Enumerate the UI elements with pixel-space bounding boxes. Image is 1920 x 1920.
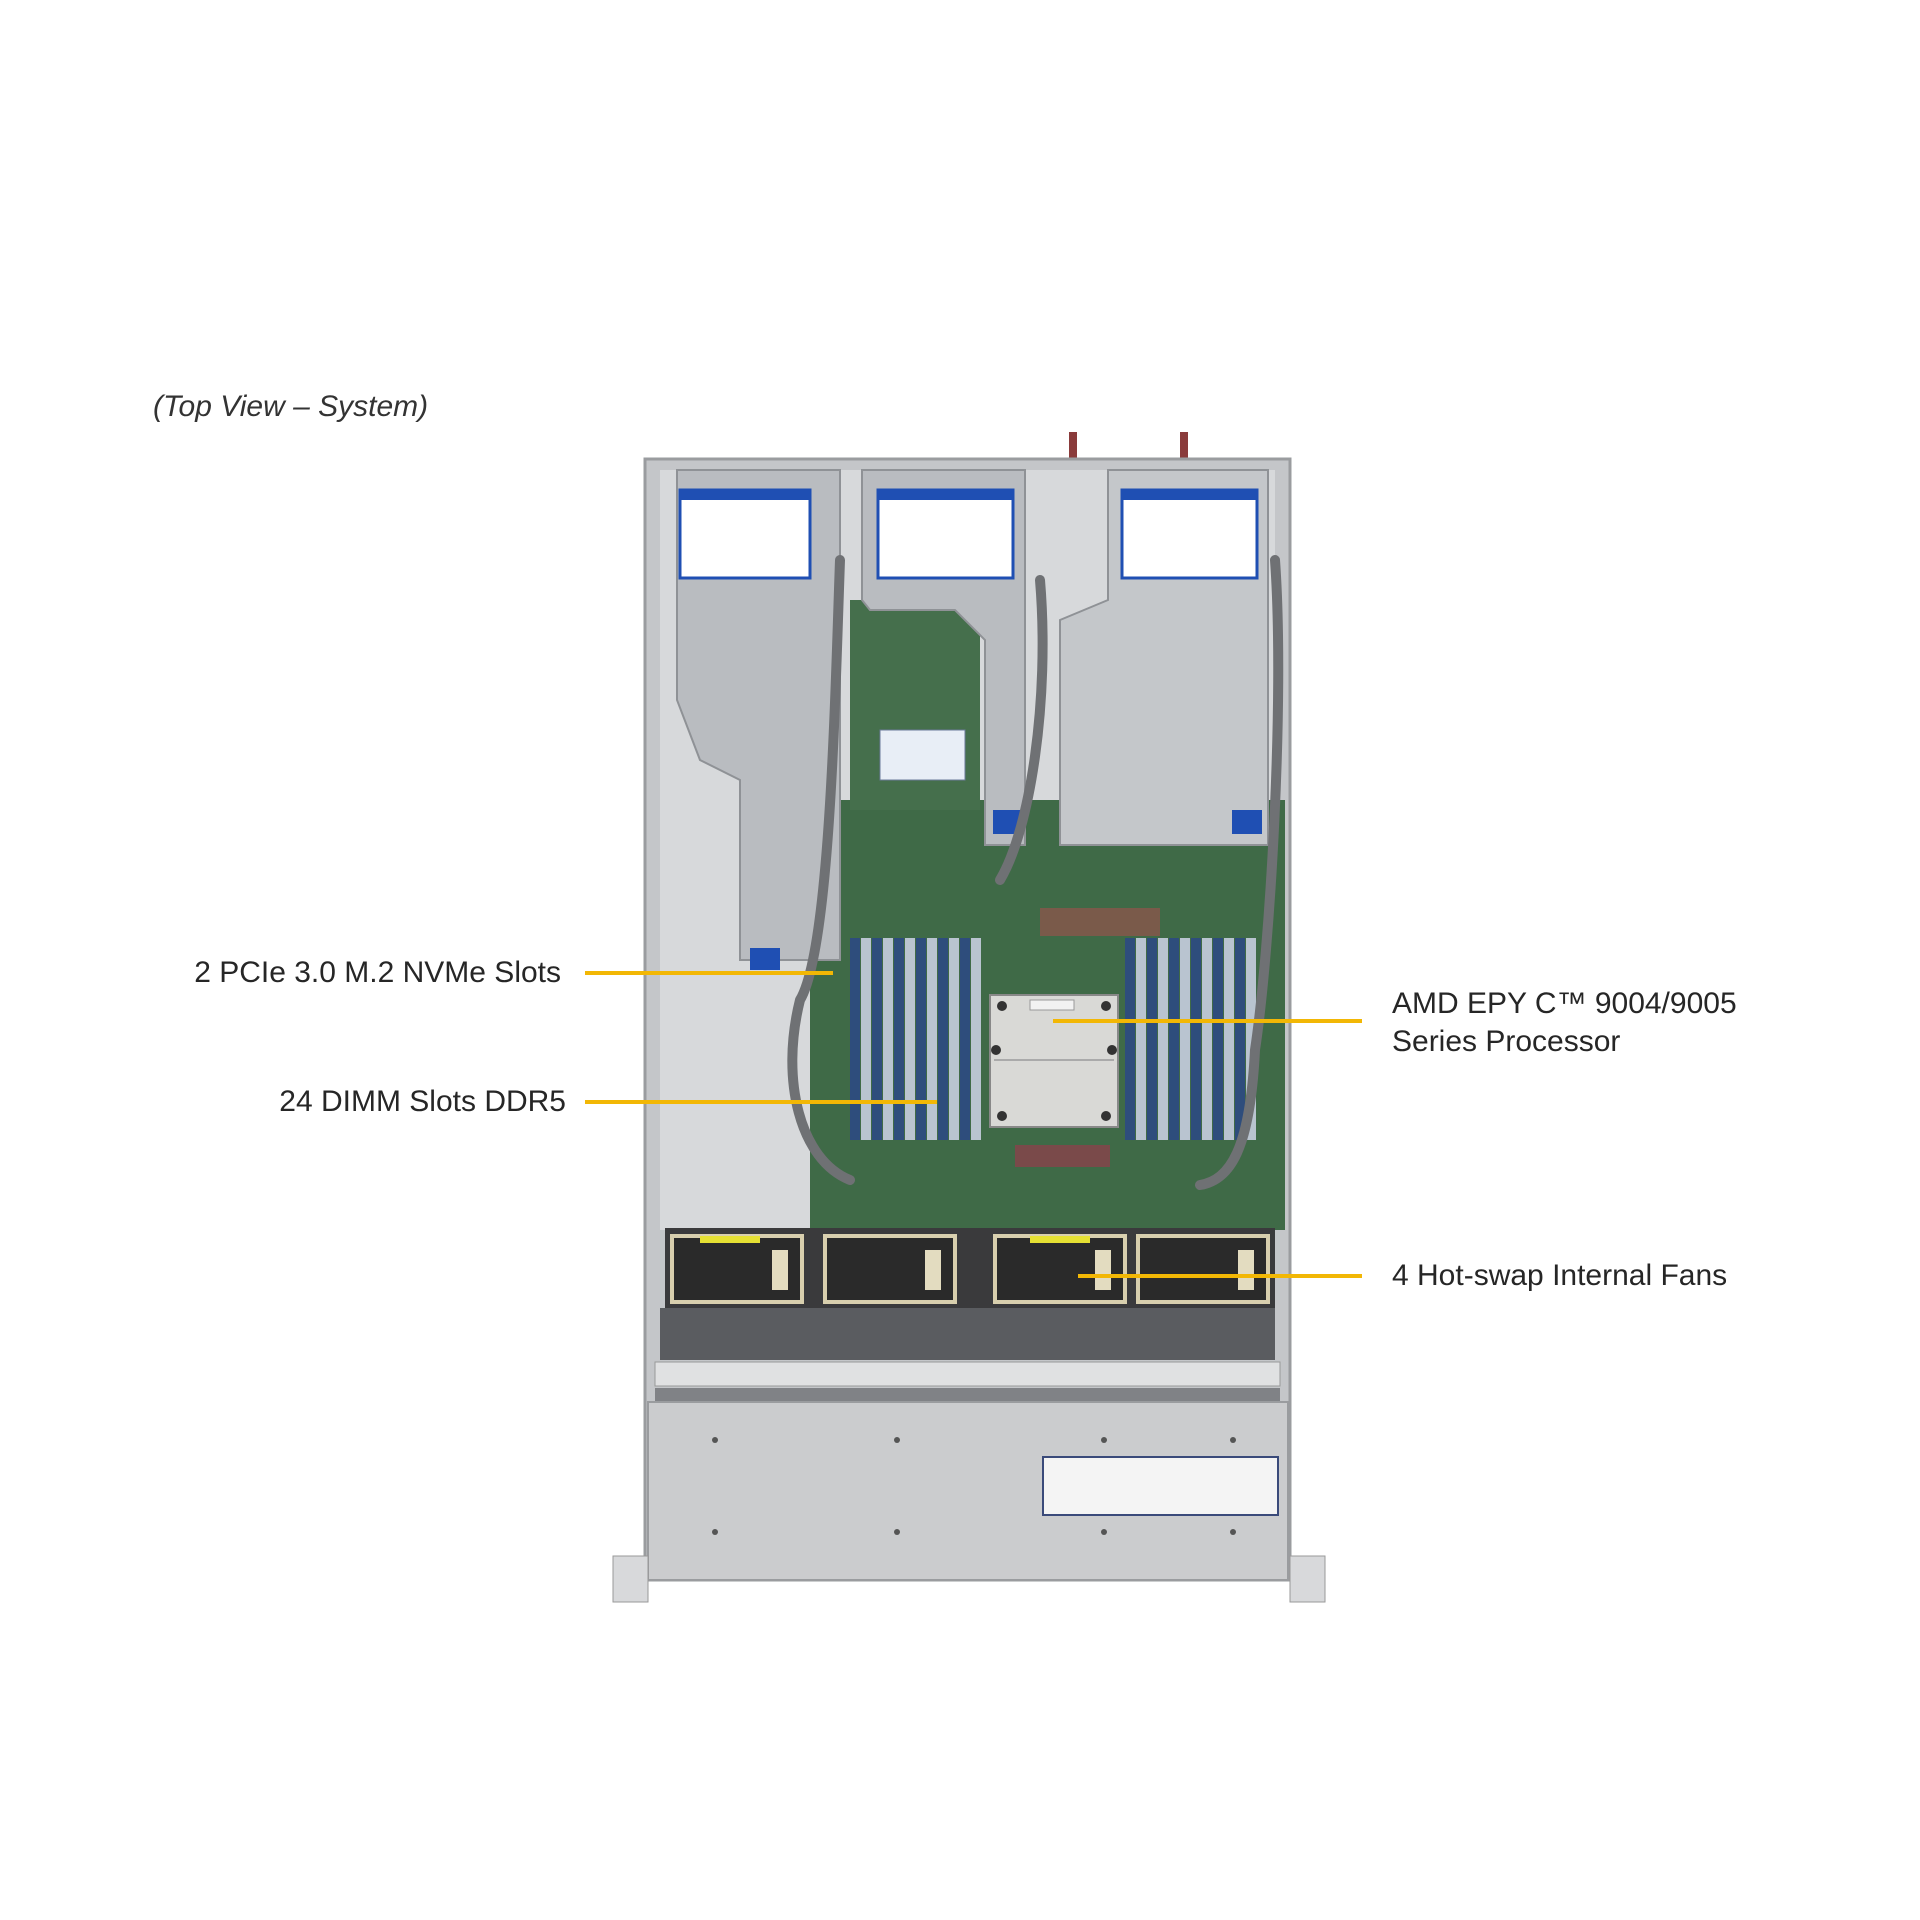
dimm-slot (971, 938, 981, 1140)
heatsink-screws (991, 1001, 1117, 1121)
fan-label (1030, 1236, 1090, 1243)
dimm-slot (927, 938, 937, 1140)
dimm-slot (883, 938, 893, 1140)
rack-ear-left (612, 1555, 649, 1603)
m2-nvme-area (879, 729, 966, 781)
service-label (1042, 1456, 1279, 1516)
diagram-caption: (Top View – System) (153, 390, 429, 423)
callout-fans: 4 Hot-swap Internal Fans (1392, 1259, 1728, 1292)
dimm-slot (905, 938, 915, 1140)
dimm-slot (861, 938, 871, 1140)
callout-cpu: AMD EPY C™ 9004/9005 Series Processor (1392, 985, 1737, 1061)
fan-handle (772, 1250, 788, 1290)
heatsink-label (1029, 999, 1075, 1011)
rear-handle-right (1180, 432, 1188, 462)
dimm-slot (1180, 938, 1190, 1140)
dimm-slot (1224, 938, 1234, 1140)
dimm-slot (1147, 938, 1157, 1140)
dimm-bank-right (1125, 938, 1256, 1140)
rear-handle-left (1069, 432, 1077, 462)
dimm-slot (894, 938, 904, 1140)
dimm-slot (1202, 938, 1212, 1140)
vent-strip (655, 1388, 1280, 1402)
dimm-slot (872, 938, 882, 1140)
dimm-slot (1125, 938, 1135, 1140)
riser-slot-3-4 (861, 469, 1026, 846)
dimm-slot (916, 938, 926, 1140)
callout-dimm-slots: 24 DIMM Slots DDR5 (279, 1085, 566, 1118)
fan (993, 1234, 1127, 1304)
callout-cpu-line1: AMD EPY C™ 9004/9005 (1392, 987, 1737, 1020)
dimm-slot (960, 938, 970, 1140)
riser-slot-1-2 (1059, 469, 1269, 846)
divider-bar (654, 1361, 1281, 1387)
vrm-row-bottom (1015, 1145, 1110, 1167)
fan (670, 1234, 804, 1304)
dimm-slot (1235, 938, 1245, 1140)
vrm-row-top (1040, 908, 1160, 936)
dimm-slot (949, 938, 959, 1140)
dimm-slot (1213, 938, 1223, 1140)
fan-bay (665, 1228, 1275, 1308)
dimm-slot (1136, 938, 1146, 1140)
fan-handle (1095, 1250, 1111, 1290)
front-screws (712, 1437, 1236, 1535)
dimm-slot (938, 938, 948, 1140)
rack-ear-right (1289, 1555, 1326, 1603)
dimm-slot (1169, 938, 1179, 1140)
airflow-area (660, 1308, 1275, 1360)
callout-cpu-line2: Series Processor (1392, 1025, 1621, 1058)
callout-lines (585, 971, 1362, 1278)
fan-handle (925, 1250, 941, 1290)
callout-m2-slots: 2 PCIe 3.0 M.2 NVMe Slots (194, 956, 561, 989)
cables (787, 555, 1284, 1190)
dimm-slot (850, 938, 860, 1140)
dimm-bank-left (850, 938, 981, 1140)
dimm-slot (1246, 938, 1256, 1140)
dimm-slot (1191, 938, 1201, 1140)
fan (823, 1234, 957, 1304)
fan-label (700, 1236, 760, 1243)
dimm-slot (1158, 938, 1168, 1140)
fan-handle (1238, 1250, 1254, 1290)
riser-slot-5-6 (676, 469, 841, 970)
